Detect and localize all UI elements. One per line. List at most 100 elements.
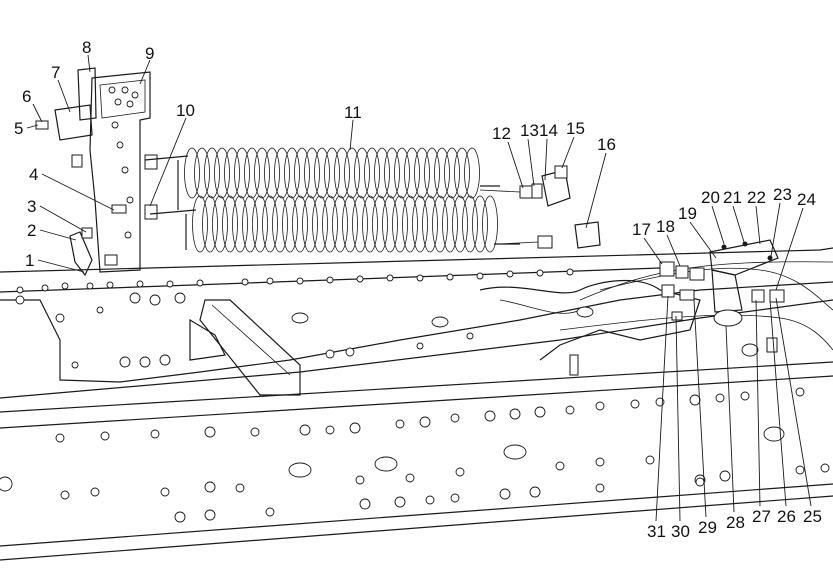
hose-coil-loop [292,195,308,253]
mounting-bracket-assembly [35,67,158,277]
hose-coil-loop [482,195,498,253]
hose-coil-loop [454,147,470,199]
hose-coil-loop [224,147,240,199]
hose-coil-loop [252,195,268,253]
hose-coil-loop [192,195,208,253]
hose-coil-loop [394,147,410,199]
hose-end-tube [149,209,197,215]
hose-coil-loop [314,147,330,199]
hose-coil-loop [452,195,468,253]
hose-coil-loop [402,195,418,253]
hose-coil-loop [392,195,408,253]
hose-coil-loop [444,147,460,199]
callout-4: 4 [29,165,38,184]
hose-coil-loop [364,147,380,199]
hose-coil-loop [302,195,318,253]
callout-18: 18 [656,217,675,236]
hose-coil-loop [212,195,228,253]
hose-coil-loop [254,147,270,199]
hose-coil-loop [214,147,230,199]
hose-coil-loop [232,195,248,253]
callout-27: 27 [752,507,771,526]
hose-coil-loop [332,195,348,253]
hose-coil-loop [422,195,438,253]
hose-coil-loop [464,147,480,199]
hose-coil-loop [202,195,218,253]
hose-coil-loop [312,195,328,253]
hose-coil-loop [262,195,278,253]
callout-22: 22 [747,188,766,207]
hose-coil-loop [272,195,288,253]
hose-coil-loop [384,147,400,199]
hose-coil-loop [362,195,378,253]
callout-9: 9 [145,44,154,63]
rail-holes [0,268,830,523]
hose-coil-loop [222,195,238,253]
hose-coil-loop [242,195,258,253]
hose-coil-loop [382,195,398,253]
hose-coil-loop [352,195,368,253]
hose-coil-loop [372,195,388,253]
hose-coil-loop [462,195,478,253]
hose-coil-loop [342,195,358,253]
hose-coil-loop [374,147,390,199]
hose-coil-loop [284,147,300,199]
hose-coil-loop [282,195,298,253]
callout-20: 20 [701,188,720,207]
hose-coil-loop [412,195,428,253]
callout-13: 13 [520,121,539,140]
hose-coil-loop [304,147,320,199]
callout-14: 14 [539,121,558,140]
callout-21: 21 [723,188,742,207]
callout-12: 12 [492,124,511,143]
callout-2: 2 [27,221,36,240]
hose-coil-loop [324,147,340,199]
callout-11: 11 [344,103,362,122]
callout-8: 8 [82,38,91,57]
callout-24: 24 [797,190,816,209]
hose-coil-loop [432,195,448,253]
callout-26: 26 [777,507,796,526]
callout-29: 29 [698,518,717,537]
hose-coil-loop [234,147,250,199]
hose-coil-loop [244,147,260,199]
callout-10: 10 [176,101,195,120]
hose-coil-loop [404,147,420,199]
callout-6: 6 [22,87,31,106]
callout-25: 25 [803,507,822,526]
valve-assembly [569,239,785,376]
callout-30: 30 [671,522,690,541]
hose-coil-loop [344,147,360,199]
hose-coil-loop [424,147,440,199]
chassis-frame [0,247,833,561]
callout-labels: 1 2 3 4 5 6 7 8 9 10 11 12 13 14 15 16 1… [14,38,822,541]
hose-coil-loop [204,147,220,199]
hose-coil-loop [414,147,430,199]
callout-19: 19 [678,204,697,223]
hose-coil-loop [264,147,280,199]
coiled-air-hose [144,147,520,253]
callout-5: 5 [14,119,23,138]
hose-coil-loop [194,147,210,199]
hose-coil-loop [294,147,310,199]
callout-17: 17 [632,220,651,239]
hose-coil-loop [472,195,488,253]
callout-15: 15 [566,119,585,138]
hose-coil-loop [442,195,458,253]
hose-coil-loop [334,147,350,199]
callout-28: 28 [726,513,745,532]
hose-coil-loop [434,147,450,199]
callout-3: 3 [27,197,36,216]
hose-end-tube [144,155,189,161]
hose-coil-loop [322,195,338,253]
hose-coil-loop [354,147,370,199]
callout-23: 23 [773,185,792,204]
callout-31: 31 [647,522,666,541]
callout-1: 1 [25,251,34,270]
hose-coil-loop [184,147,200,199]
hose-fittings [479,165,601,249]
hose-coil-loop [274,147,290,199]
callout-16: 16 [597,135,616,154]
callout-7: 7 [51,63,60,82]
